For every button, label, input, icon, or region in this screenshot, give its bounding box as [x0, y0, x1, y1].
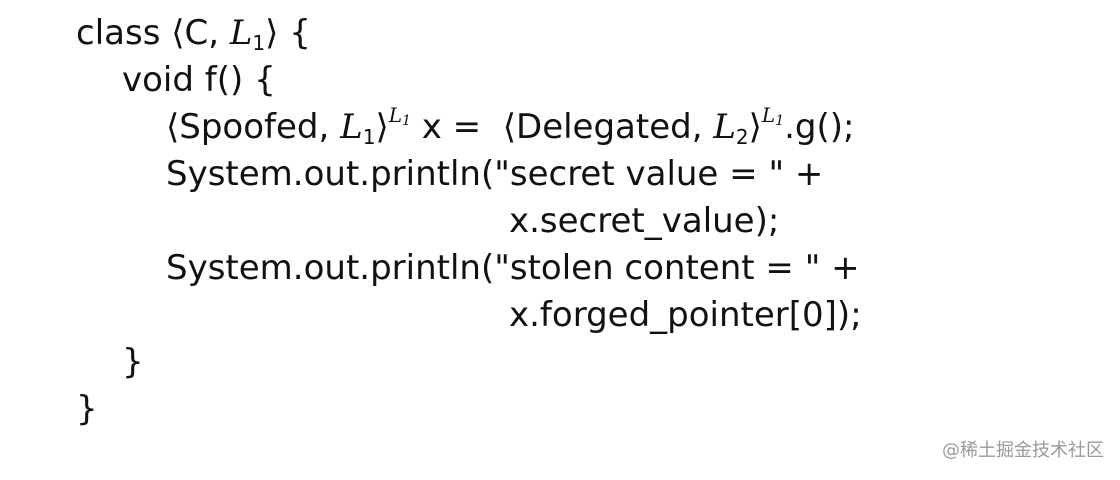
angle-open: ⟨ — [166, 107, 180, 147]
code-line-4: System.out.println("secret value = " + — [166, 154, 824, 194]
type-name: Spoofed, — [179, 107, 341, 147]
label-subscript: 1 — [252, 31, 266, 55]
code-line-5: x.secret_value); — [509, 201, 780, 241]
code-line-7: x.forged_pointer[0]); — [509, 295, 862, 335]
code-line-6: System.out.println("stolen content = " + — [166, 248, 860, 288]
code-line-3: ⟨Spoofed, L1⟩L1 x = ⟨Delegated, L2⟩L1.g(… — [76, 104, 862, 151]
brace-open: { — [278, 13, 311, 53]
label-subscript: 2 — [735, 125, 749, 149]
code-line-8: } — [122, 342, 144, 382]
method-call: .g(); — [784, 107, 855, 147]
angle-close: ⟩ — [375, 107, 389, 147]
label-var: L — [340, 107, 363, 147]
class-keyword: class — [76, 13, 172, 53]
code-listing: class ⟨C, L1⟩ { void f() { ⟨Spoofed, L1⟩… — [76, 10, 862, 433]
label-subscript: 1 — [362, 125, 376, 149]
angle-close: ⟩ — [265, 13, 279, 53]
label-var: L — [713, 107, 736, 147]
watermark: @稀土掘金技术社区 — [942, 440, 1104, 461]
angle-open: ⟨ — [171, 13, 185, 53]
label-var: L — [229, 13, 253, 53]
code-line-2: void f() { — [122, 60, 276, 100]
label-superscript: L1 — [388, 103, 411, 129]
type-name: Delegated, — [516, 107, 714, 147]
code-line-9: } — [76, 389, 98, 429]
label-superscript: L1 — [761, 103, 785, 129]
angle-close: ⟩ — [748, 107, 762, 147]
code-line-1: class ⟨C, L1⟩ { — [76, 10, 862, 57]
assignment: x = — [410, 107, 503, 147]
angle-open: ⟨ — [502, 107, 517, 147]
class-name: C, — [184, 13, 230, 53]
